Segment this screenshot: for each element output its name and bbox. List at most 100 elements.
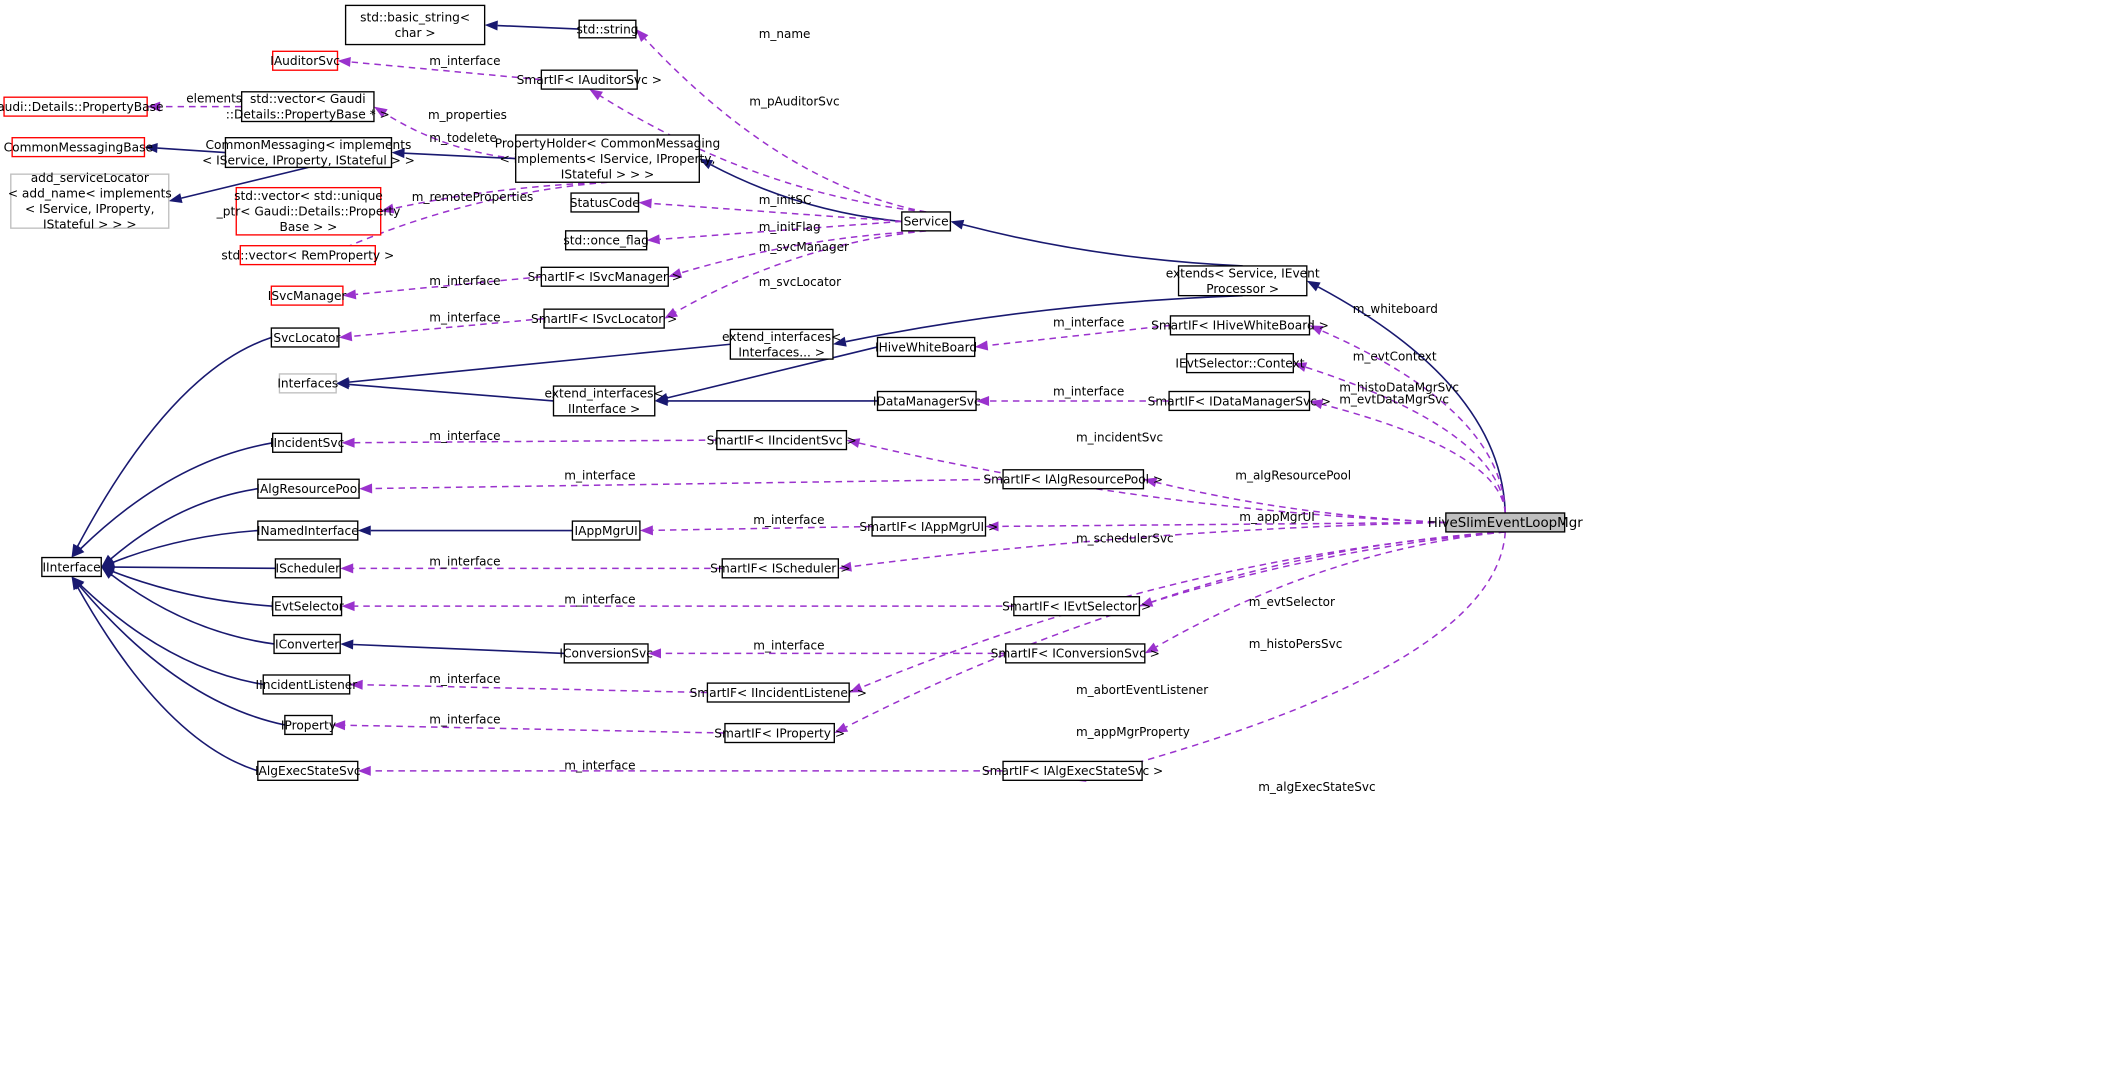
class-node-hive[interactable]: HiveSlimEventLoopMgr bbox=[1428, 512, 1583, 533]
edge-label-m-interface-algexec: m_interface bbox=[564, 759, 635, 773]
node-box bbox=[41, 556, 102, 578]
node-box bbox=[10, 173, 170, 229]
edge-label-m-interface-incidentlistener: m_interface bbox=[429, 672, 500, 686]
edge-line bbox=[1084, 531, 1506, 778]
edge-label-m-pauditorsvc: m_pAuditorSvc bbox=[749, 94, 839, 108]
edge-line bbox=[998, 521, 1446, 528]
class-node-once-flag[interactable]: std::once_flag bbox=[563, 230, 649, 251]
node-label-line: IDataManagerSvc bbox=[873, 394, 981, 408]
edge-line bbox=[651, 202, 902, 223]
node-label-line: IHiveWhiteBoard bbox=[875, 340, 977, 354]
class-node-isvcmanager[interactable]: ISvcManager bbox=[268, 285, 348, 306]
class-node-iincidentlistener[interactable]: IIncidentListener bbox=[256, 674, 359, 695]
class-node-statuscode[interactable]: StatusCode bbox=[570, 192, 640, 213]
class-node-ievtselector[interactable]: IEvtSelector bbox=[270, 596, 345, 617]
edge-line bbox=[181, 166, 309, 199]
edge-line bbox=[355, 276, 542, 296]
class-node-ischeduler[interactable]: IScheduler bbox=[274, 558, 341, 579]
class-node-basic-string[interactable]: std::basic_string<char > bbox=[344, 4, 486, 46]
node-box bbox=[284, 714, 333, 736]
class-node-extend-interfaces-var[interactable]: extend_interfaces<Interfaces... > bbox=[722, 328, 841, 360]
edge-label-m-aborteventlistener: m_abortEventListener bbox=[1076, 683, 1208, 697]
inheritance-edge-ialgresourcepool-to-iinterface bbox=[101, 487, 258, 567]
usage-arrowhead bbox=[373, 106, 388, 118]
class-node-vector-propbase[interactable]: std::vector< Gaudi::Details::PropertyBas… bbox=[226, 91, 390, 123]
edge-line bbox=[393, 181, 608, 210]
node-label-line: CommonMessagingBase bbox=[4, 140, 153, 154]
class-node-iappmgrui[interactable]: IAppMgrUI bbox=[571, 520, 641, 541]
class-node-iauditorsvc[interactable]: IAuditorSvc bbox=[270, 50, 340, 71]
class-node-service[interactable]: Service bbox=[901, 211, 952, 232]
class-node-smartif-appmgrui[interactable]: SmartIF< IAppMgrUI > bbox=[859, 516, 998, 537]
class-node-smartif-auditor[interactable]: SmartIF< IAuditorSvc > bbox=[517, 69, 662, 90]
class-node-smartif-svclocator[interactable]: SmartIF< ISvcLocator > bbox=[531, 308, 677, 329]
class-node-iinterface[interactable]: IInterface bbox=[41, 556, 102, 578]
class-node-inamedinterface[interactable]: INamedInterface bbox=[257, 520, 359, 541]
class-node-smartif-scheduler[interactable]: SmartIF< IScheduler > bbox=[710, 558, 850, 579]
edge-line bbox=[113, 570, 273, 607]
class-node-smartif-algresource[interactable]: SmartIF< IAlgResourcePool > bbox=[983, 469, 1163, 490]
class-node-ialgresourcepool[interactable]: IAlgResourcePool bbox=[256, 478, 361, 499]
node-box bbox=[344, 4, 486, 46]
class-node-smartif-incidentlistener[interactable]: SmartIF< IIncidentListener > bbox=[690, 682, 867, 703]
node-label-line: Interfaces... > bbox=[738, 345, 825, 359]
node-box bbox=[729, 328, 834, 360]
class-node-smartif-whiteboard[interactable]: SmartIF< IHiveWhiteBoard > bbox=[1151, 315, 1329, 336]
class-node-iincidentsvc[interactable]: IIncidentSvc bbox=[270, 432, 344, 453]
edge-line bbox=[404, 152, 516, 160]
class-node-interfaces[interactable]: Interfaces bbox=[277, 373, 338, 394]
class-node-smartif-datamanager[interactable]: SmartIF< IDataManagerSvc > bbox=[1148, 390, 1331, 412]
usage-edge-smartif_svcmanager-to-isvcmanager bbox=[342, 276, 542, 300]
class-node-commonmessagingbase[interactable]: CommonMessagingBase bbox=[4, 137, 153, 158]
class-node-smartif-algexec[interactable]: SmartIF< IAlgExecStateSvc > bbox=[982, 760, 1163, 781]
node-label-line: SmartIF< IDataManagerSvc > bbox=[1148, 394, 1331, 408]
class-node-iconversionsvc[interactable]: IConversionSvc bbox=[559, 643, 653, 664]
class-node-vector-unique[interactable]: std::vector< std::unique_ptr< Gaudi::Det… bbox=[216, 186, 401, 236]
node-label-line: StatusCode bbox=[570, 196, 640, 210]
usage-arrowhead bbox=[332, 720, 346, 731]
class-node-ihivewhiteboard[interactable]: IHiveWhiteBoard bbox=[875, 336, 977, 358]
class-node-propertybase[interactable]: Gaudi::Details::PropertyBase bbox=[0, 96, 163, 117]
usage-arrowhead bbox=[834, 722, 849, 734]
node-label-line: Gaudi::Details::PropertyBase bbox=[0, 100, 163, 114]
inheritance-edge-iincidentsvc-to-iinterface bbox=[71, 442, 273, 558]
class-node-vector-remprop[interactable]: std::vector< RemProperty > bbox=[221, 245, 394, 266]
class-node-iconverter[interactable]: IConverter bbox=[273, 633, 341, 655]
inheritance-edge-commonmessaging-to-commonmessagingbase bbox=[144, 143, 226, 154]
class-node-smartif-conversion[interactable]: SmartIF< IConversionSvc > bbox=[991, 643, 1160, 664]
usage-arrowhead bbox=[341, 601, 355, 612]
class-node-smartif-evtselector[interactable]: SmartIF< IEvtSelector > bbox=[1002, 596, 1151, 617]
class-node-ialgexecstatesvc[interactable]: IAlgExecStateSvc bbox=[255, 760, 361, 781]
class-node-ievtselector-context[interactable]: IEvtSelector::Context bbox=[1175, 353, 1305, 374]
inheritance-arrowhead bbox=[101, 554, 115, 567]
node-box bbox=[724, 722, 835, 744]
usage-arrowhead bbox=[357, 765, 371, 776]
class-node-string[interactable]: std::string bbox=[576, 19, 639, 39]
edge-line bbox=[384, 112, 516, 160]
class-node-extend-interfaces-iinterface[interactable]: extend_interfaces<IInterface > bbox=[545, 385, 664, 417]
node-box bbox=[272, 432, 343, 453]
inheritance-arrowhead bbox=[832, 336, 847, 347]
class-node-iproperty[interactable]: IProperty bbox=[281, 714, 336, 736]
node-label-line: IStateful > > > bbox=[561, 167, 655, 181]
inheritance-arrowhead bbox=[950, 219, 965, 230]
node-label-line: IAppMgrUI bbox=[575, 524, 638, 538]
class-node-smartif-svcmanager[interactable]: SmartIF< ISvcManager > bbox=[528, 266, 682, 287]
edge-line bbox=[351, 317, 545, 338]
usage-arrowhead bbox=[846, 438, 861, 448]
class-node-propertyholder[interactable]: PropertyHolder< CommonMessaging< impleme… bbox=[495, 134, 721, 183]
usage-edge-hive-to-smartif_conversion bbox=[1144, 531, 1506, 654]
class-node-smartif-property[interactable]: SmartIF< IProperty > bbox=[714, 722, 845, 744]
class-node-commonmessaging[interactable]: CommonMessaging< implements< IService, I… bbox=[202, 137, 415, 169]
usage-arrowhead bbox=[668, 268, 683, 278]
class-node-add-servicelocator[interactable]: add_serviceLocator< add_name< implements… bbox=[8, 171, 172, 232]
edge-label-m-evtdatamgrsvc: m_evtDataMgrSvc bbox=[1339, 393, 1449, 407]
class-node-smartif-incident[interactable]: SmartIF< IIncidentSvc > bbox=[707, 429, 857, 451]
node-box bbox=[240, 91, 375, 123]
class-node-isvclocator[interactable]: ISvcLocator bbox=[270, 327, 342, 348]
usage-edge-service-to-smartif_svcmanager bbox=[668, 230, 927, 278]
node-label-line: std::once_flag bbox=[563, 234, 648, 248]
class-node-idatamanagersvc[interactable]: IDataManagerSvc bbox=[873, 390, 981, 412]
